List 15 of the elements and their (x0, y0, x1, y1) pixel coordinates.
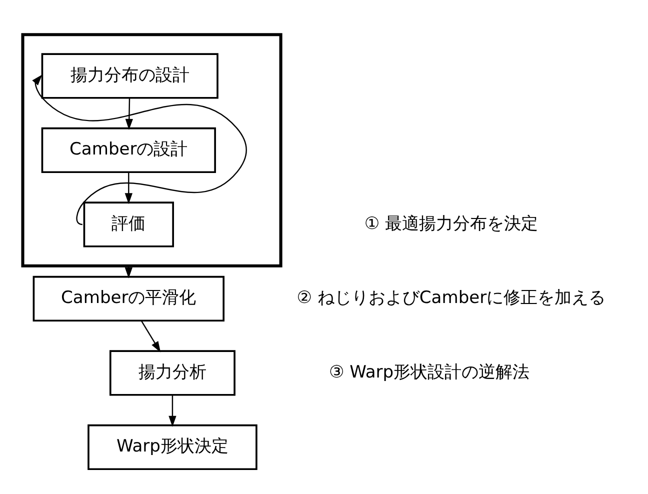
arrow (124, 266, 132, 278)
node-box: 揚力分析 (109, 350, 236, 396)
arrow (32, 74, 247, 226)
arrow (125, 98, 133, 130)
arrow (140, 320, 161, 352)
label: ① 最適揚力分布を決定 (364, 214, 538, 234)
arrow (124, 172, 132, 204)
node-box: Warp形状決定 (88, 424, 258, 470)
node-box: Camberの設計 (41, 127, 216, 174)
node-box: 揚力分布の設計 (41, 53, 218, 99)
node-box: 評価 (83, 202, 174, 248)
label: ③ Warp形状設計の逆解法 (328, 362, 530, 382)
arrow (168, 394, 176, 427)
label: ② ねじりおよびCamberに修正を加える (296, 288, 606, 308)
node-box: Camberの平滑化 (32, 276, 224, 322)
